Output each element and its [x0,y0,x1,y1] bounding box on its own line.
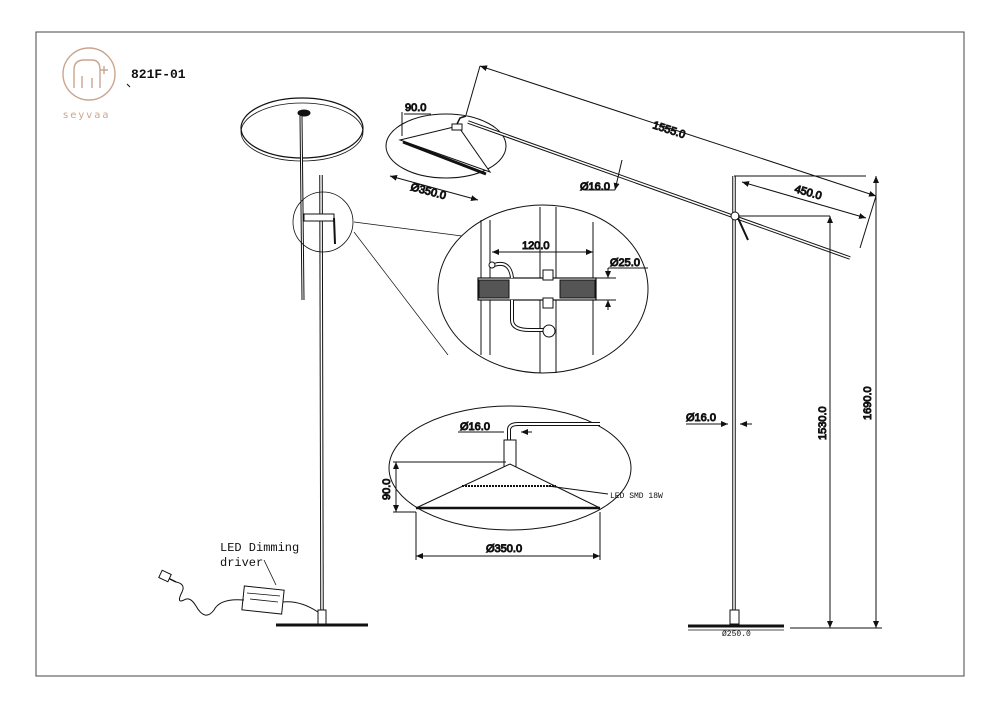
led-spec-label: LED SMD 18W [610,492,663,501]
dim-pivot-height: 1530.0 [817,406,829,440]
dim-total-height: 1690.0 [862,386,874,420]
dim-pole-diameter: Ø16.0 [686,412,716,424]
arm-right-view [467,120,851,260]
dim-detail-pipe-diameter: Ø16.0 [460,421,490,433]
dim-rear-arm: 450.0 [793,183,823,202]
dim-head-diameter-top: Ø350.0 [409,181,447,202]
arm-diameter-dimension: Ø16.0 [580,159,623,194]
dim-detail-head-height: 90.0 [381,479,393,500]
sheet-border [35,31,965,677]
head-detail-bottom: Ø16.0 90.0 Ø350.0 [381,405,632,560]
arm-length-dimension: 1555.0 [465,65,877,249]
driver-label-line2: driver [220,556,263,570]
brand-name: seyvaa [63,110,110,121]
dim-arm-diameter: Ø16.0 [580,181,610,193]
perspective-lamp-view [158,97,368,627]
dim-base-diameter: Ø250.0 [722,630,751,639]
plug-icon [158,569,172,583]
elephant-house-logo-icon [62,47,116,101]
dim-head-height-top: 90.0 [405,102,426,114]
model-number: 821F-01 [131,67,186,82]
head-detail-top: 90.0 Ø350.0 [385,102,507,203]
clamp-detail: 120.0 Ø25.0 [353,204,649,374]
brand-logo: seyvaa [62,47,116,121]
dim-clamp-diameter: Ø25.0 [610,257,640,269]
driver-label-line1: LED Dimming [220,541,299,555]
dim-arm-length: 1555.0 [651,119,687,141]
elevation-view: 450.0 Ø16.0 1530.0 1690.0 [686,175,882,631]
dim-detail-head-diameter: Ø350.0 [486,543,522,555]
dim-clamp-width: 120.0 [522,240,550,252]
